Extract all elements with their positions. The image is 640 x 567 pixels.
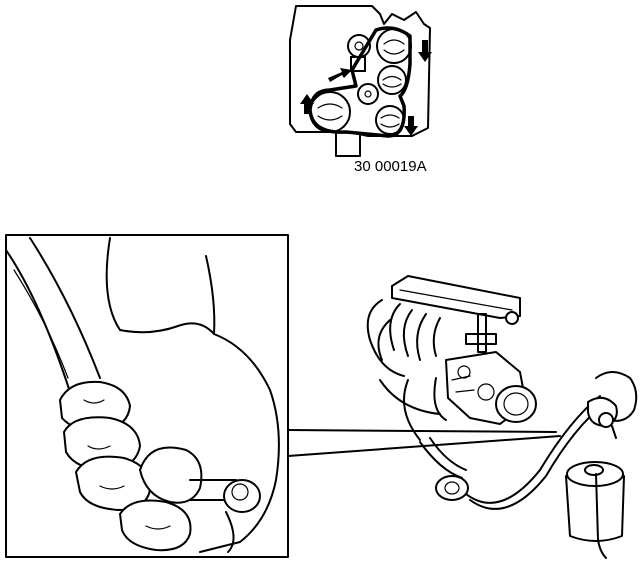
pulley-power-steering (375, 105, 405, 135)
pulley-tensioner (357, 83, 379, 105)
fluid-reservoir (565, 461, 625, 559)
figure-reference-code: 30 00019A (354, 158, 427, 175)
pulley-idler (377, 65, 407, 95)
pulley-top-small (347, 34, 371, 72)
rotation-arrow-icon (300, 94, 314, 114)
rotation-arrow-icon (404, 116, 418, 136)
hose-fitting (435, 475, 469, 501)
detail-inset (5, 234, 289, 558)
rotation-arrow-icon (328, 68, 352, 82)
belt-routing-diagram (289, 5, 432, 157)
test-hose (465, 395, 601, 504)
rotation-arrow-icon (418, 40, 432, 62)
hand-right (587, 371, 638, 439)
leader-line (287, 429, 557, 433)
